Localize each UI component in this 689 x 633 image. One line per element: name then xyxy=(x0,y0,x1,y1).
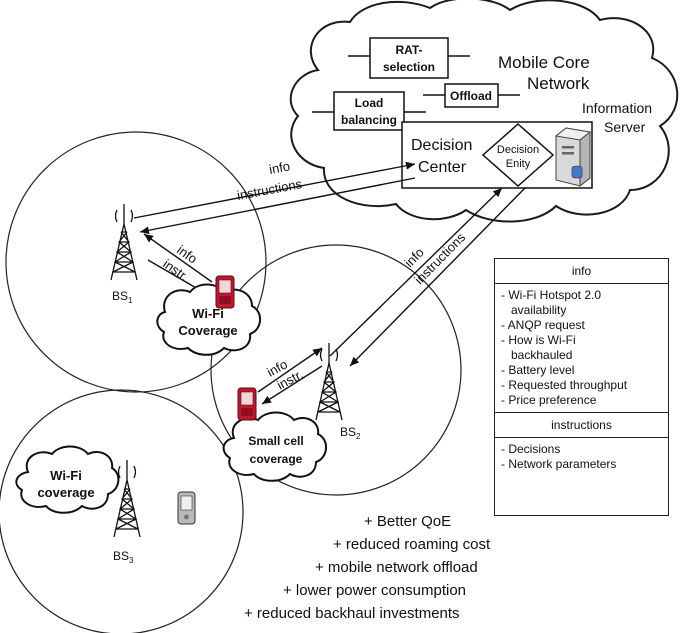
core-instructions-label: instructions xyxy=(236,176,304,203)
info-list: - Wi-Fi Hotspot 2.0 availability - ANQP … xyxy=(495,284,668,412)
benefit-item: + lower power consumption xyxy=(283,582,467,599)
core-instructions-arrow xyxy=(139,177,416,235)
phone-icon-bs1 xyxy=(215,275,235,309)
rat-selection-box: RAT- selection xyxy=(348,37,470,79)
svg-text:selection: selection xyxy=(383,60,435,74)
decision-entity-diamond: Decision Enity xyxy=(481,122,555,188)
core-info-arrow xyxy=(133,161,416,219)
bs2-info-arrow xyxy=(257,347,323,393)
benefit-item: + Better QoE xyxy=(364,513,452,530)
instructions-panel-title: instructions xyxy=(495,412,668,438)
server-icon xyxy=(554,127,592,188)
bs2-tower-icon xyxy=(315,343,343,421)
information-server-label-2: Server xyxy=(604,119,646,135)
info-item: - Battery level xyxy=(501,363,575,377)
bs1-label: BS1 xyxy=(112,289,133,305)
information-server-label: Information xyxy=(582,100,652,116)
phone-icon-bs3 xyxy=(177,491,196,525)
info-item: - How is Wi-Fi xyxy=(501,333,576,347)
bs1-info-arrow xyxy=(143,233,213,283)
bs1-tower-icon xyxy=(110,204,138,281)
svg-text:coverage: coverage xyxy=(37,485,94,500)
svg-text:balancing: balancing xyxy=(341,113,397,127)
decision-center-label: Decision xyxy=(411,137,472,154)
info-panel-title: info xyxy=(495,259,668,284)
bs2-label: BS2 xyxy=(340,425,361,441)
svg-text:Decision: Decision xyxy=(497,144,539,156)
core-network-title-2: Network xyxy=(527,74,590,93)
svg-text:Coverage: Coverage xyxy=(178,323,237,338)
svg-text:Small cell: Small cell xyxy=(248,434,303,448)
load-balancing-box: Load balancing xyxy=(312,91,426,131)
bs3-coverage-circle xyxy=(0,389,244,633)
svg-text:Enity: Enity xyxy=(506,158,531,170)
diag-instructions-arrow xyxy=(349,187,526,367)
offload-box: Offload xyxy=(423,83,520,108)
phone-icon-bs2 xyxy=(237,387,257,421)
bs3-label: BS3 xyxy=(113,549,134,565)
svg-text:RAT-: RAT- xyxy=(395,43,422,57)
bs2-coverage-circle xyxy=(210,244,462,496)
instructions-list: - Decisions - Network parameters xyxy=(495,438,668,476)
info-instructions-panel: info - Wi-Fi Hotspot 2.0 availability - … xyxy=(494,258,669,516)
benefit-item: + reduced roaming cost xyxy=(333,536,491,553)
small-cell-coverage-cloud: Small cell coverage xyxy=(222,411,327,482)
info-item: - Requested throughput xyxy=(501,378,628,392)
info-item: - Wi-Fi Hotspot 2.0 xyxy=(501,288,602,302)
core-network-title: Mobile Core xyxy=(498,53,590,72)
info-item: - ANQP request xyxy=(501,318,585,332)
decision-center-label-2: Center xyxy=(418,159,467,176)
svg-text:coverage: coverage xyxy=(250,452,303,466)
benefit-item: + reduced backhaul investments xyxy=(244,605,460,622)
benefit-item: + mobile network offload xyxy=(315,559,478,576)
wifi-coverage-cloud-3: Wi-Fi coverage xyxy=(15,445,120,514)
bs1-coverage-circle xyxy=(5,131,267,393)
wifi-coverage-cloud-1: Wi-Fi Coverage xyxy=(156,283,261,356)
info-item: backhauled xyxy=(511,348,573,362)
core-info-label: info xyxy=(268,158,291,177)
bs2-instr-arrow xyxy=(261,365,323,405)
instruction-item: - Network parameters xyxy=(501,457,617,471)
diag-info-arrow xyxy=(329,187,503,357)
bs3-tower-icon xyxy=(113,460,141,538)
info-item: availability xyxy=(511,303,567,317)
svg-text:Wi-Fi: Wi-Fi xyxy=(192,306,224,321)
svg-text:Offload: Offload xyxy=(450,89,492,103)
svg-text:Load: Load xyxy=(355,96,384,110)
svg-text:Wi-Fi: Wi-Fi xyxy=(50,468,82,483)
info-item: - Price preference xyxy=(501,393,597,407)
instruction-item: - Decisions xyxy=(501,442,561,456)
